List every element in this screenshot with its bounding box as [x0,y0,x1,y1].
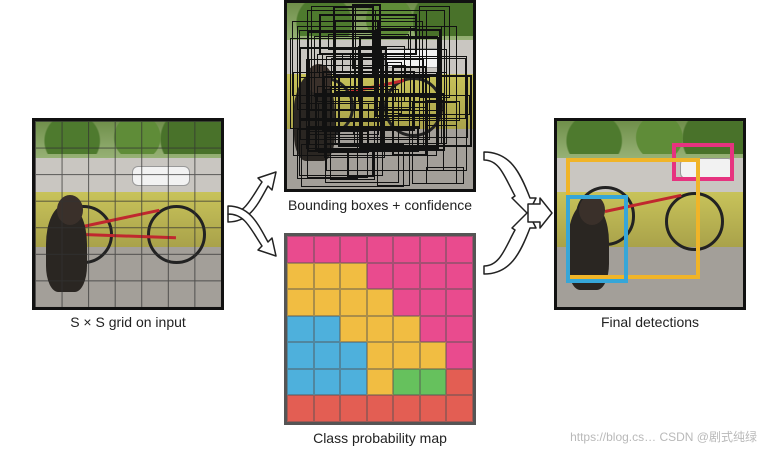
curved-arrow-icon [228,206,276,256]
watermark: https://blog.cs… CSDN @剧式纯绿 [570,428,757,445]
